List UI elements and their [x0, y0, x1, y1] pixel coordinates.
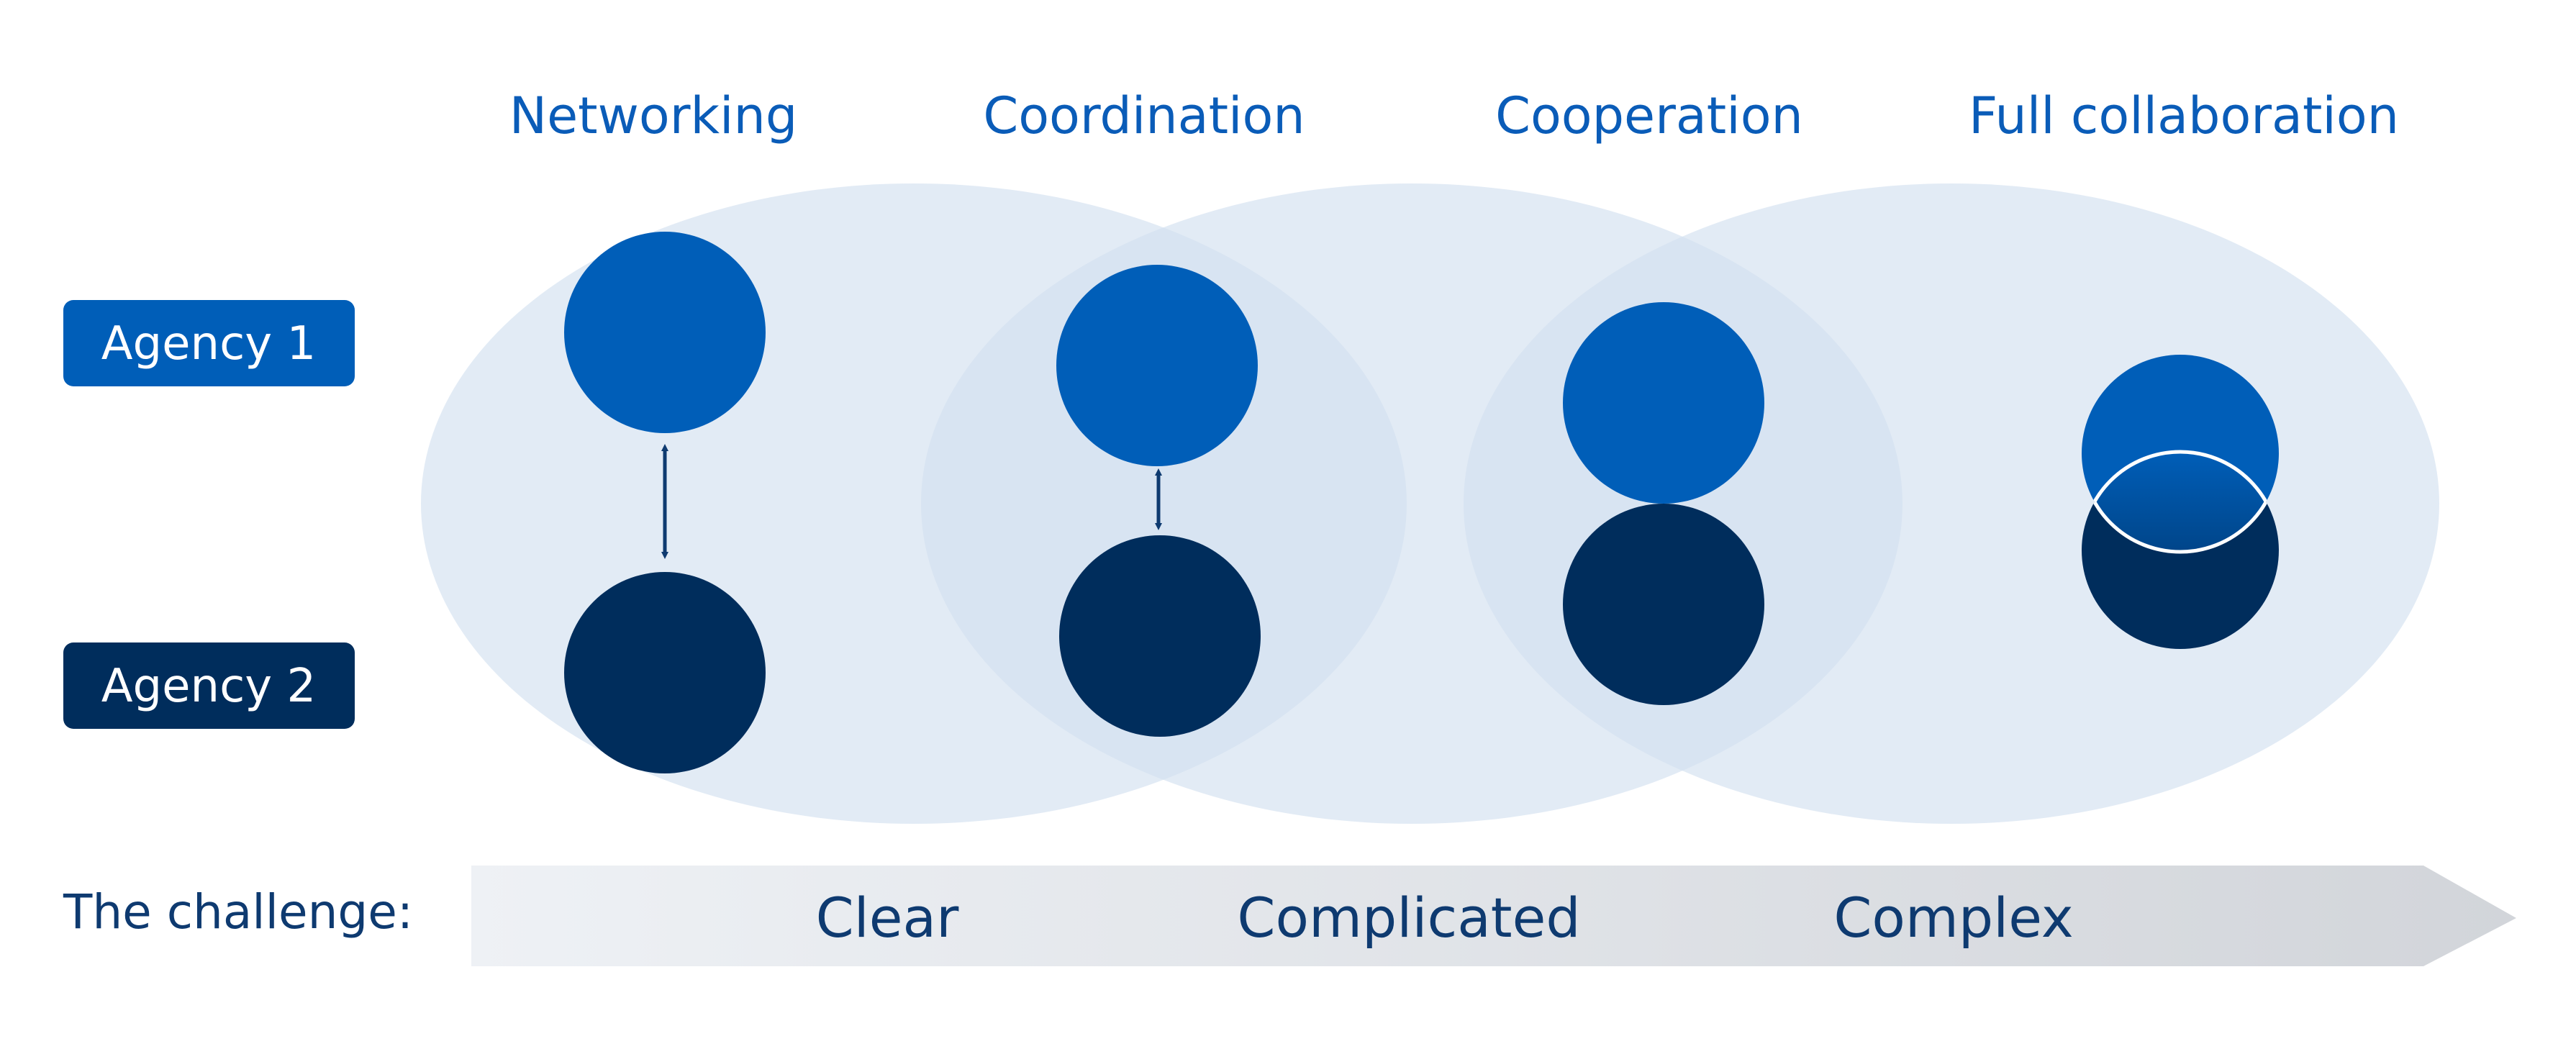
stage-heading-full-collaboration: Full collaboration — [1969, 86, 2399, 145]
full-collaboration-outline-2 — [2082, 452, 2279, 554]
stage-ellipse-3 — [1464, 183, 2439, 824]
challenge-level-clear: Clear — [816, 886, 960, 950]
challenge-title: The challenge: — [63, 884, 413, 940]
coordination-agency-1-circle — [1056, 265, 1258, 466]
stage-heading-cooperation: Cooperation — [1495, 86, 1803, 145]
challenge-arrow-bar — [471, 866, 2516, 966]
stage-heading-networking: Networking — [509, 86, 798, 145]
full-collaboration-outline-1 — [2082, 450, 2279, 552]
cooperation-agency-2-circle — [1563, 504, 1764, 705]
networking-agency-2-circle — [564, 572, 766, 773]
cooperation-agency-1-circle — [1563, 302, 1764, 504]
networking-agency-1-circle — [564, 232, 766, 433]
agency-1-label: Agency 1 — [63, 300, 355, 386]
challenge-level-complex: Complex — [1833, 886, 2073, 950]
agency-1-label-text: Agency 1 — [101, 317, 316, 371]
stage-heading-coordination: Coordination — [983, 86, 1305, 145]
full-collaboration-overlap — [2082, 355, 2279, 649]
coordination-agency-2-circle — [1059, 535, 1261, 737]
agency-2-label: Agency 2 — [63, 642, 355, 729]
challenge-level-complicated: Complicated — [1237, 886, 1580, 950]
agency-2-label-text: Agency 2 — [101, 660, 316, 713]
